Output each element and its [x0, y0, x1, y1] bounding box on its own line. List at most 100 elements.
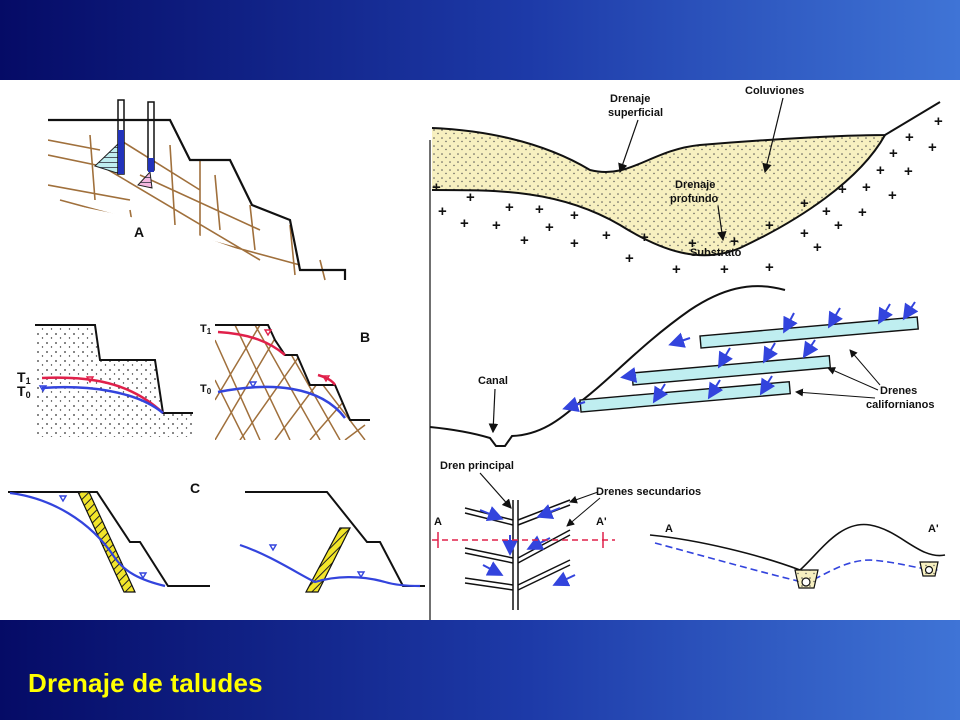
- drenaje-superficial-label-1: Drenaje: [610, 93, 650, 105]
- marker-t0-right: [248, 381, 258, 389]
- rock-joints-b: [215, 325, 366, 440]
- svg-text:+: +: [570, 235, 579, 252]
- section-a-prime-label: A': [928, 523, 939, 535]
- coluviones-arrow: [762, 97, 784, 174]
- diagram-canvas: A T1 T0 T1 T0 B C: [0, 80, 960, 620]
- diagram-svg: A T1 T0 T1 T0 B C: [8, 85, 946, 620]
- svg-text:+: +: [570, 207, 579, 224]
- svg-text:+: +: [438, 203, 447, 220]
- svg-text:+: +: [535, 201, 544, 218]
- drenaje-profundo-arrow: [717, 205, 727, 242]
- svg-text:+: +: [813, 239, 822, 256]
- panel-a: A: [48, 99, 347, 281]
- terrain-profile-b2: [215, 324, 370, 421]
- secundarios-arrow-1: [569, 491, 599, 504]
- drenaje-superficial-arrow: [618, 119, 639, 174]
- trench-2-pipe: [924, 565, 934, 575]
- svg-text:+: +: [904, 163, 913, 180]
- dren-principal-arrow: [479, 472, 512, 509]
- svg-text:+: +: [862, 179, 871, 196]
- drenes-californianos-label-1: Drenes: [880, 385, 917, 397]
- svg-text:+: +: [672, 261, 681, 278]
- top-band: [0, 0, 960, 80]
- panel-cross-section: A A': [649, 523, 946, 589]
- svg-text:+: +: [800, 225, 809, 242]
- svg-text:+: +: [545, 219, 554, 236]
- svg-text:+: +: [720, 261, 729, 278]
- svg-text:+: +: [765, 259, 774, 276]
- water-table-c2: [239, 543, 421, 588]
- substrate-boundary: [431, 134, 886, 257]
- section-ground: [649, 523, 946, 571]
- panel-plan-view: Dren principal Drenes secundarios: [432, 460, 701, 610]
- svg-text:+: +: [602, 227, 611, 244]
- svg-text:+: +: [625, 250, 634, 267]
- marker-c2a: [268, 544, 278, 552]
- water-wedge-cyan: [94, 140, 121, 175]
- svg-text:+: +: [858, 204, 867, 221]
- panel-drainage-section: ++ ++ ++ ++ ++ ++ ++ ++ ++ ++ ++ ++ ++ +…: [431, 85, 943, 278]
- terrain-profile-b1: [35, 324, 193, 414]
- drain-trench-c1: [77, 491, 136, 593]
- water-table-c1: [9, 491, 166, 588]
- marker-t1-right-2: [321, 375, 331, 383]
- ground-surface: [431, 101, 941, 173]
- svg-text:+: +: [889, 145, 898, 162]
- plan-flow-arrows: [479, 504, 576, 587]
- californianos-arrow-2: [827, 367, 879, 391]
- svg-text:+: +: [466, 189, 475, 206]
- t1-label-right: T1: [200, 323, 212, 336]
- substrato-label: Substrato: [690, 247, 742, 259]
- svg-text:+: +: [492, 217, 501, 234]
- svg-text:+: +: [765, 217, 774, 234]
- panel-b: T1 T0 T1 T0 B: [17, 323, 370, 440]
- substrate-plus-marks: ++ ++ ++ ++ ++ ++ ++ ++ ++ ++ ++ ++ ++ +…: [432, 113, 943, 278]
- water-table-t0-right: [217, 385, 346, 419]
- svg-text:+: +: [460, 215, 469, 232]
- drenaje-profundo-label-1: Drenaje: [675, 179, 715, 191]
- water-table-t1: [41, 376, 164, 414]
- panel-c-label: C: [190, 480, 200, 496]
- section-water-table: [654, 542, 941, 584]
- water-wedge-pink: [137, 170, 153, 189]
- marker-t1-right: [263, 329, 273, 337]
- t1-label-left: T1: [17, 369, 31, 386]
- drenes-californianos-label-2: californianos: [866, 399, 934, 411]
- svg-text:+: +: [640, 229, 649, 246]
- drill-tube-1-water: [118, 130, 124, 174]
- terrain-profile-a: [48, 118, 347, 280]
- slope-surface: [429, 285, 786, 447]
- svg-text:+: +: [688, 235, 697, 252]
- panel-california-drains: Canal Drenes californianos: [429, 285, 934, 447]
- drill-tube-2-water: [148, 158, 154, 172]
- svg-text:+: +: [928, 139, 937, 156]
- svg-text:+: +: [822, 203, 831, 220]
- plan-a-prime-label: A': [596, 516, 607, 528]
- svg-text:+: +: [838, 181, 847, 198]
- secundarios-arrow-2: [566, 497, 601, 527]
- california-drain-2: [631, 354, 832, 386]
- drenaje-superficial-label-2: superficial: [608, 107, 663, 119]
- bottom-band: [0, 620, 960, 720]
- marker-c2b: [356, 571, 366, 579]
- california-drain-3: [579, 380, 792, 413]
- svg-text:+: +: [934, 113, 943, 130]
- drenes-secundarios-label: Drenes secundarios: [596, 486, 701, 498]
- svg-text:+: +: [730, 233, 739, 250]
- section-a-label: A: [665, 523, 673, 535]
- water-level-marker-t0: [38, 385, 48, 393]
- panel-b-label: B: [360, 329, 370, 345]
- coluviones-label: Coluviones: [745, 85, 804, 97]
- svg-text:+: +: [834, 217, 843, 234]
- canal-label: Canal: [478, 375, 508, 387]
- panel-c: C: [8, 480, 425, 593]
- panel-a-label: A: [134, 224, 144, 240]
- californianos-arrow-3: [795, 388, 876, 399]
- slide-title: Drenaje de taludes: [28, 668, 263, 698]
- water-level-marker-t1: [85, 376, 95, 384]
- dren-principal-label: Dren principal: [440, 460, 514, 472]
- svg-text:+: +: [800, 195, 809, 212]
- svg-text:+: +: [432, 179, 441, 196]
- drain-trench-c2: [305, 527, 351, 593]
- rock-texture: [48, 134, 326, 281]
